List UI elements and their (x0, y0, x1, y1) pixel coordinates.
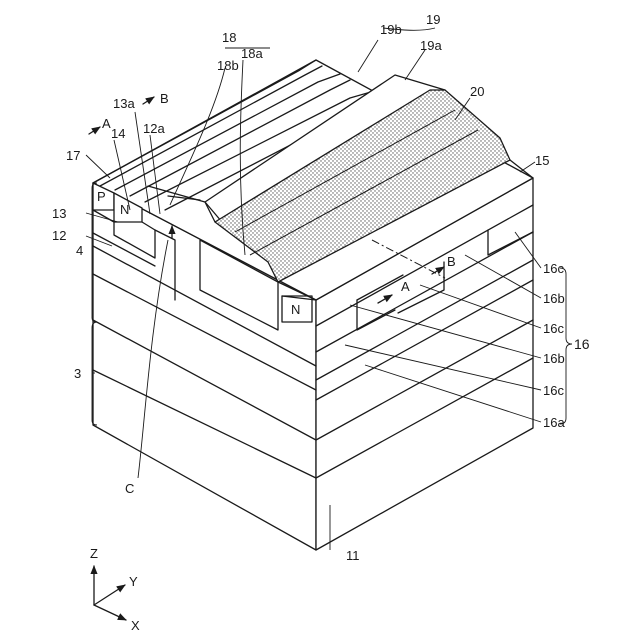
label-16: 16 (574, 336, 590, 352)
label-11: 11 (346, 548, 360, 563)
label-A-left: A (102, 116, 111, 131)
label-16c-2: 16c (543, 321, 564, 336)
label-18b: 18b (217, 58, 239, 73)
label-20: 20 (470, 84, 484, 99)
label-19b: 19b (380, 22, 402, 37)
label-16c-3: 16c (543, 383, 564, 398)
axis-label-x: X (131, 618, 140, 633)
label-17: 17 (66, 148, 80, 163)
label-18a: 18a (241, 46, 263, 61)
label-16a: 16a (543, 415, 565, 430)
axis-label-y: Y (129, 574, 138, 589)
label-A-right: A (401, 279, 410, 294)
axis-labels: Z Y X (90, 546, 140, 633)
coordinate-axes (94, 566, 126, 620)
label-14: 14 (111, 126, 125, 141)
label-C: C (125, 481, 134, 496)
label-P: P (97, 189, 106, 204)
label-B-right: B (447, 254, 456, 269)
label-12a: 12a (143, 121, 165, 136)
label-N-left: N (120, 202, 129, 217)
label-N-bottom: N (291, 302, 300, 317)
label-16b-2: 16b (543, 351, 565, 366)
label-B-left: B (160, 91, 169, 106)
label-19a: 19a (420, 38, 442, 53)
label-15: 15 (535, 153, 549, 168)
label-4: 4 (76, 243, 83, 258)
label-19: 19 (426, 12, 440, 27)
label-12: 12 (52, 228, 66, 243)
label-13a: 13a (113, 96, 135, 111)
label-16c-1: 16c (543, 261, 564, 276)
label-3: 3 (74, 366, 81, 381)
label-16b-1: 16b (543, 291, 565, 306)
axis-label-z: Z (90, 546, 98, 561)
label-18: 18 (222, 30, 236, 45)
label-13: 13 (52, 206, 66, 221)
